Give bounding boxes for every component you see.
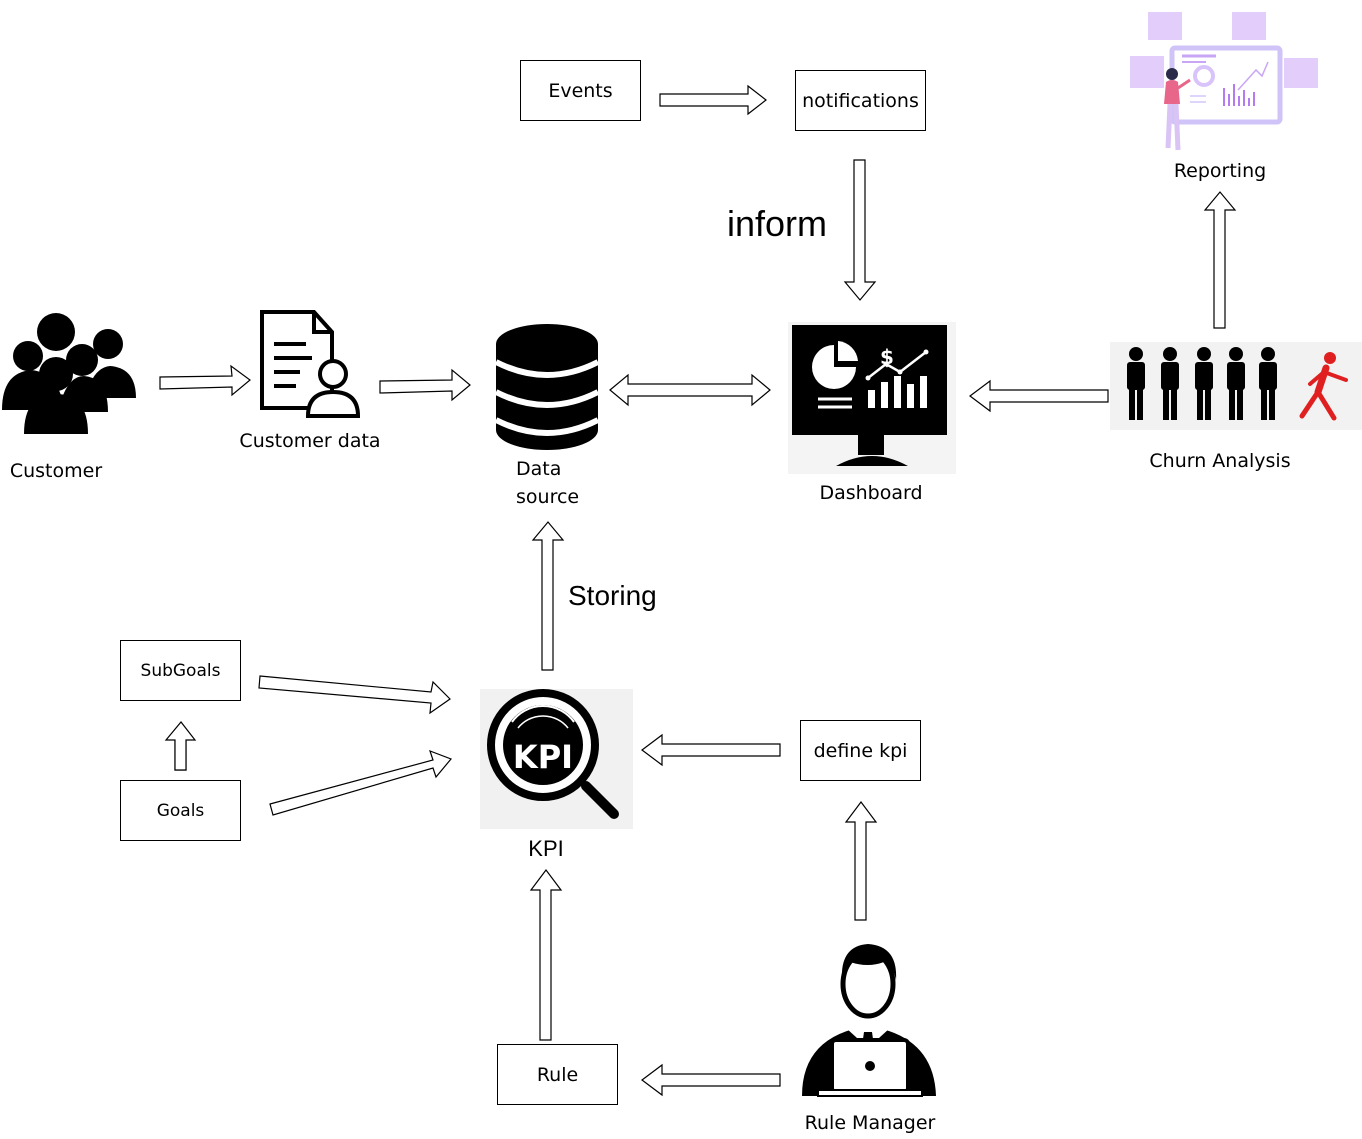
rule-manager-person-icon [802, 944, 936, 1097]
arrow-churn-to-dashboard [969, 379, 1109, 413]
arrow-goals-to-subgoals-head [164, 721, 197, 771]
storing-edge-label: Storing [568, 580, 657, 611]
arrow-data-source-dashboard-bidirectional [609, 373, 771, 407]
arrow-events-to-notifications [659, 84, 767, 116]
arrow-customer-to-customer-data [159, 364, 251, 397]
kpi-magnifier-icon: KPI [480, 689, 633, 829]
dashboard-monitor-icon: $ [788, 322, 956, 474]
define-kpi-label: define kpi [813, 739, 908, 762]
customer-group-icon [2, 313, 136, 434]
arrow-define-kpi-to-kpi [641, 733, 781, 767]
events-box: Events [520, 60, 641, 121]
notifications-box: notifications [795, 70, 926, 131]
dashboard-label: Dashboard [819, 482, 923, 504]
rule-label: Rule [536, 1063, 579, 1086]
define-kpi-box: define kpi [800, 720, 921, 781]
rule-box: Rule [497, 1044, 618, 1105]
arrow-rule-manager-to-define-kpi [844, 801, 878, 921]
reporting-label: Reporting [1173, 160, 1267, 182]
customer-label: Customer [9, 460, 103, 482]
goals-box: Goals [120, 780, 241, 841]
arrow-rule-manager-to-rule [641, 1063, 781, 1097]
arrow-churn-to-reporting [1203, 191, 1237, 329]
dollar-glyph: $ [880, 345, 894, 369]
kpi-badge-text: KPI [513, 738, 573, 776]
data-source-label-line1: Data [516, 458, 562, 480]
subgoals-label: SubGoals [140, 660, 221, 681]
arrow-kpi-to-data-source [531, 521, 565, 671]
notifications-label: notifications [802, 89, 919, 112]
reporting-illustration-icon [1130, 12, 1318, 151]
rule-manager-label: Rule Manager [804, 1112, 936, 1134]
churn-analysis-label: Churn Analysis [1149, 450, 1291, 472]
inform-edge-label: inform [727, 203, 828, 244]
database-icon [494, 324, 600, 450]
events-label: Events [548, 79, 613, 102]
subgoals-box: SubGoals [120, 640, 241, 701]
data-source-label-line2: source [516, 486, 580, 508]
customer-data-label: Customer data [239, 430, 381, 452]
churn-analysis-icon [1110, 342, 1362, 430]
arrow-subgoals-to-kpi [258, 675, 451, 715]
goals-label: Goals [156, 800, 205, 821]
customer-data-document-icon [260, 310, 361, 418]
arrow-customer-data-to-data-source [379, 368, 471, 402]
arrow-rule-to-kpi [529, 869, 563, 1041]
kpi-label: KPI [528, 836, 564, 861]
arrow-goals-to-kpi [269, 749, 452, 816]
arrow-notifications-to-dashboard [843, 159, 877, 301]
